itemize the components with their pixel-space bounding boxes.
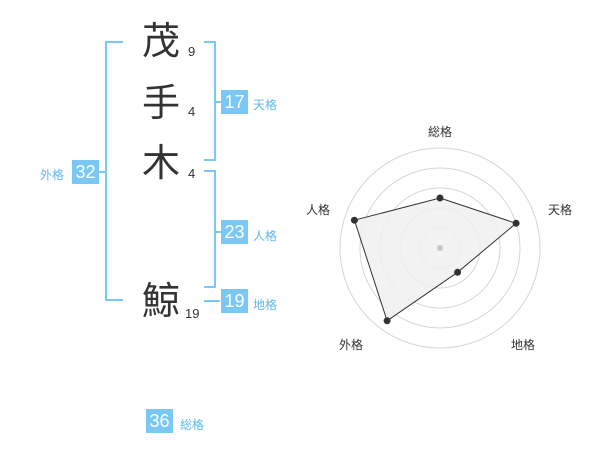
radar-ring-5 xyxy=(339,147,541,349)
radar-point-2 xyxy=(512,219,520,227)
radar-axis-label-chikaku: 地格 xyxy=(510,338,535,352)
radar-point-4 xyxy=(383,317,391,325)
gaikaku-bracket xyxy=(105,41,123,301)
tenkaku-bracket-tick xyxy=(216,101,222,103)
radar-axis-label-tenkaku: 天格 xyxy=(547,203,572,217)
name-char-4-strokes: 19 xyxy=(185,306,200,321)
gaikaku-label: 外格 xyxy=(40,168,65,182)
tenkaku-label: 天格 xyxy=(253,98,278,112)
name-char-1: 茂 xyxy=(142,19,181,63)
name-char-2-strokes: 4 xyxy=(188,104,196,119)
jinkaku-badge: 23 xyxy=(221,220,248,244)
jinkaku-bracket-tick xyxy=(216,231,222,233)
radar-ring-4 xyxy=(359,167,521,329)
name-char-3-strokes: 4 xyxy=(188,166,196,181)
radar-center xyxy=(437,245,443,251)
radar-point-3 xyxy=(454,268,462,276)
tenkaku-badge: 17 xyxy=(221,90,248,114)
soukaku-label: 総格 xyxy=(180,418,205,432)
jinkaku-bracket xyxy=(204,170,216,288)
name-char-4: 鯨 xyxy=(142,279,181,323)
soukaku-badge: 36 xyxy=(146,409,173,433)
name-char-3: 木 xyxy=(142,141,181,185)
chikaku-badge: 19 xyxy=(221,289,248,313)
radar-axis-label-soukaku: 総格 xyxy=(427,125,452,139)
name-char-2: 手 xyxy=(142,81,181,125)
gaikaku-badge: 32 xyxy=(72,160,99,184)
jinkaku-label: 人格 xyxy=(253,229,278,243)
chikaku-label: 地格 xyxy=(253,298,278,312)
radar-axis-label-gaikaku: 外格 xyxy=(338,338,363,352)
radar-polygon xyxy=(353,197,518,322)
tenkaku-bracket xyxy=(204,41,216,161)
radar-axis-label-jinkaku: 人格 xyxy=(305,203,330,217)
radar-point-1 xyxy=(436,194,444,202)
chikaku-bracket-tick xyxy=(204,300,220,302)
radar-point-5 xyxy=(350,216,358,224)
name-char-1-strokes: 9 xyxy=(188,44,196,59)
